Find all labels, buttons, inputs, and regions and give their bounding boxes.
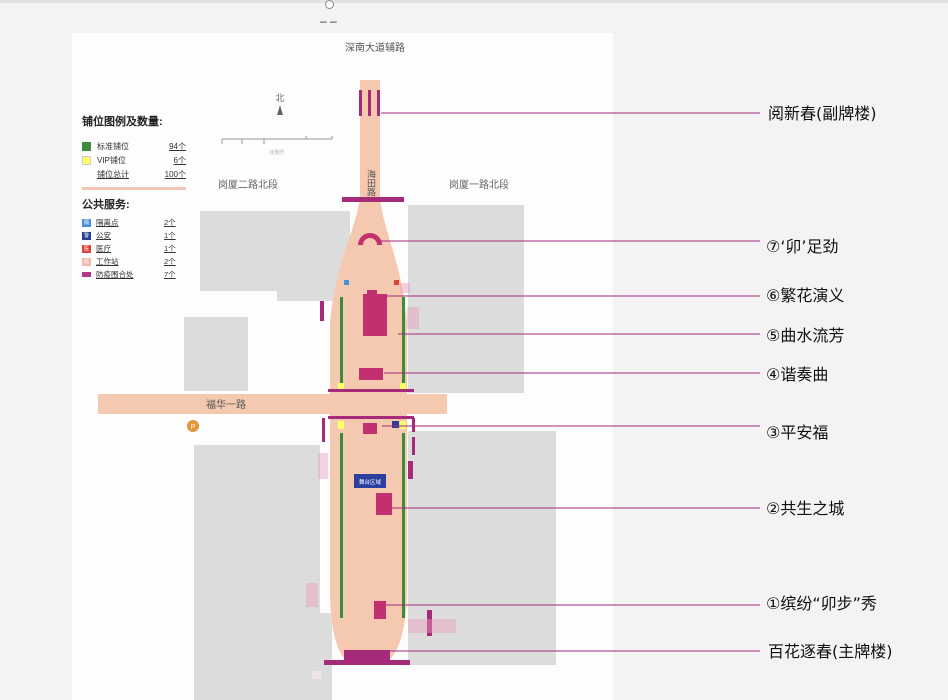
vip-stall-swatch	[82, 155, 91, 165]
standard-stall-swatch	[82, 141, 91, 151]
callout-secondary-gate: 阅新春(副牌楼)	[768, 104, 877, 123]
booth-1	[374, 601, 386, 619]
legend-title: 铺位图例及数量:	[82, 116, 163, 128]
main-gate-base	[324, 660, 410, 665]
service-count: 7个	[164, 270, 176, 279]
block-upper-right	[408, 205, 524, 393]
service-label: 防疫围合处	[96, 270, 134, 279]
medical-icon: 医	[82, 244, 91, 253]
callout-4: ④谐奏曲	[766, 365, 829, 384]
service-label: 医疗	[96, 244, 111, 253]
road-right-label: 岗厦一路北段	[449, 178, 509, 191]
block-mid-left	[184, 317, 248, 391]
callout-2: ②共生之城	[766, 499, 845, 518]
service-item-medical: 医 医疗 1个	[82, 242, 186, 255]
side-fence	[320, 301, 324, 321]
legend-item-count: 94个	[169, 141, 186, 151]
north-gate-post	[359, 90, 362, 116]
north-label: 北	[275, 93, 284, 103]
legend-total: 铺位总计 100个	[82, 167, 186, 181]
block-lower-left	[194, 445, 332, 700]
booth-7	[358, 233, 382, 245]
stage-area-label: 舞台区域	[359, 478, 382, 486]
upper-gate	[342, 197, 404, 202]
callout-3: ③平安福	[766, 423, 829, 442]
decor-patches	[306, 283, 456, 633]
callout-1: ①缤纷“卯步”秀	[766, 594, 877, 613]
booth-6	[363, 294, 387, 336]
police-icon: 警	[82, 231, 91, 240]
event-map: 深南大道辅路 北 比例尺 岗厦二路北段 岗厦一路北段 福华一路 海田路	[72, 33, 613, 700]
callout-6: ⑥繁花演义	[766, 286, 845, 305]
isolation-point-icon: 隔	[82, 218, 91, 227]
mid-gate-north	[328, 389, 414, 392]
horizontal-road-label: 福华一路	[206, 398, 246, 411]
parking-icon-label: P	[191, 424, 196, 431]
parking-icon	[187, 420, 199, 432]
window-top-border	[0, 0, 948, 3]
scale-bar: 比例尺	[221, 136, 333, 156]
service-label: 隔离点	[96, 218, 119, 227]
top-road-label: 深南大道辅路	[345, 41, 405, 54]
legend-total-label: 铺位总计	[97, 169, 129, 179]
north-gate-post	[377, 90, 380, 116]
stage-area	[354, 474, 386, 488]
decor-mark	[312, 671, 322, 679]
standard-stalls	[340, 297, 405, 618]
police-icon	[392, 421, 399, 428]
booth-4	[359, 368, 383, 380]
side-fence	[412, 437, 415, 455]
legend-item-count: 6个	[173, 155, 186, 165]
vip-stalls	[338, 383, 406, 429]
booth-3	[363, 423, 377, 434]
scale-bar-label: 比例尺	[269, 149, 284, 156]
legend-item-standard: 标准铺位 94个	[82, 139, 186, 153]
service-count: 1个	[164, 244, 176, 253]
north-gate-post	[368, 90, 371, 116]
vertical-road-label: 海田路	[366, 168, 376, 197]
service-label: 公安	[96, 231, 111, 240]
north-arrow-icon	[277, 105, 283, 115]
mid-gate-south	[328, 416, 414, 419]
main-gate	[344, 650, 390, 662]
service-count: 2个	[164, 218, 176, 227]
service-count: 2个	[164, 257, 176, 266]
service-item-isolation: 隔 隔离点 2个	[82, 216, 186, 229]
drag-handle-icon[interactable]	[325, 0, 334, 9]
service-item-workstation: 站 工作站 2个	[82, 255, 186, 268]
block-upper-left	[200, 211, 350, 301]
medical-icon	[394, 280, 399, 285]
map-canvas: 深南大道辅路 北 比例尺 岗厦二路北段 岗厦一路北段 福华一路 海田路	[98, 41, 556, 700]
legend-panel: 铺位图例及数量: 标准铺位 94个 VIP铺位 6个 铺位总计 100个 公共服…	[82, 113, 186, 281]
enclosure-icon	[82, 272, 91, 277]
legend-item-label: VIP铺位	[97, 155, 126, 165]
legend-total-count: 100个	[164, 169, 186, 179]
callout-main-gate: 百花逐春(主牌楼)	[768, 642, 893, 661]
side-fence	[408, 461, 413, 479]
gates	[320, 90, 432, 665]
service-item-enclosure: 防疫围合处 7个	[82, 268, 186, 281]
fence	[322, 418, 325, 442]
callout-5: ⑤曲水流芳	[766, 326, 845, 345]
service-item-police: 警 公安 1个	[82, 229, 186, 242]
separator-mark: – –	[320, 14, 337, 28]
building-blocks	[184, 205, 556, 700]
isolation-point-icon	[344, 280, 349, 285]
services-title: 公共服务:	[82, 199, 130, 211]
spacer	[82, 170, 91, 179]
legend-divider	[82, 187, 186, 190]
road-left-label: 岗厦二路北段	[218, 178, 278, 191]
callout-7: ⑦‘卯’足劲	[766, 237, 839, 256]
service-label: 工作站	[96, 257, 119, 266]
legend-item-vip: VIP铺位 6个	[82, 153, 186, 167]
block-lower-right	[408, 431, 556, 665]
side-gate	[427, 610, 432, 636]
booth-2	[376, 493, 392, 515]
legend-item-label: 标准铺位	[97, 141, 129, 151]
booths: 舞台区域	[344, 233, 399, 619]
fence	[412, 418, 415, 432]
booth-6-top	[367, 290, 377, 298]
service-count: 1个	[164, 231, 176, 240]
workstation-icon: 站	[82, 257, 91, 266]
